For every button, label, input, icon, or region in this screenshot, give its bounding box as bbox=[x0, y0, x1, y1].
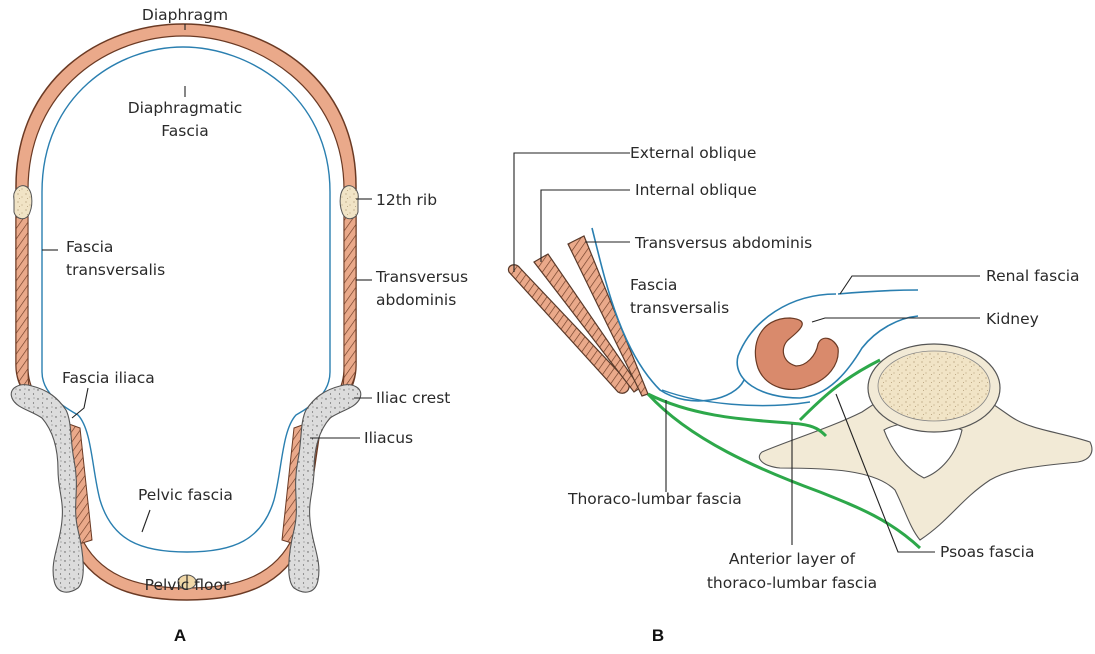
label-psoas-fascia: Psoas fascia bbox=[940, 543, 1035, 561]
label-iliac-crest: Iliac crest bbox=[376, 389, 450, 407]
kidney bbox=[755, 318, 838, 389]
label-pelvic-fascia: Pelvic fascia bbox=[138, 486, 233, 504]
label-fascia-iliaca: Fascia iliaca bbox=[62, 369, 155, 387]
caption-b: B bbox=[652, 626, 664, 645]
label-pelvic-floor: Pelvic floor bbox=[145, 576, 230, 594]
label-external-oblique: External oblique bbox=[630, 144, 756, 162]
label-internal-oblique: Internal oblique bbox=[635, 181, 757, 199]
label-iliacus: Iliacus bbox=[364, 429, 413, 447]
label-anterior-layer-1: Anterior layer of bbox=[729, 550, 856, 568]
label-fascia-transversalis-2: transversalis bbox=[66, 261, 165, 279]
renal-fascia-anterior bbox=[838, 290, 918, 294]
label-fascia-transversalis-b1: Fascia bbox=[630, 276, 677, 294]
panel-a: Diaphragm Diaphragmatic Fascia 12th rib … bbox=[11, 6, 468, 645]
label-diaphragmatic-fascia-1: Diaphragmatic bbox=[128, 99, 243, 117]
caption-a: A bbox=[174, 626, 186, 645]
label-transversus-1: Transversus bbox=[375, 268, 468, 286]
label-fascia-transversalis-1: Fascia bbox=[66, 238, 113, 256]
label-diaphragmatic-fascia-2: Fascia bbox=[161, 122, 208, 140]
thoraco-lumbar-fascia-middle bbox=[648, 394, 826, 436]
label-kidney: Kidney bbox=[986, 310, 1039, 328]
label-diaphragm: Diaphragm bbox=[142, 6, 228, 24]
rib-12-right bbox=[340, 186, 358, 219]
label-transversus-abdominis: Transversus abdominis bbox=[634, 234, 812, 252]
panel-b: External oblique Internal oblique Transv… bbox=[508, 144, 1091, 645]
label-12th-rib: 12th rib bbox=[376, 191, 437, 209]
label-thoraco-lumbar-fascia: Thoraco-lumbar fascia bbox=[567, 490, 742, 508]
label-anterior-layer-2: thoraco-lumbar fascia bbox=[707, 574, 877, 592]
rib-12-left bbox=[14, 186, 32, 219]
label-renal-fascia: Renal fascia bbox=[986, 267, 1080, 285]
label-transversus-2: abdominis bbox=[376, 291, 456, 309]
label-fascia-transversalis-b2: transversalis bbox=[630, 299, 729, 317]
vertebral-body-cancellous bbox=[878, 351, 990, 421]
